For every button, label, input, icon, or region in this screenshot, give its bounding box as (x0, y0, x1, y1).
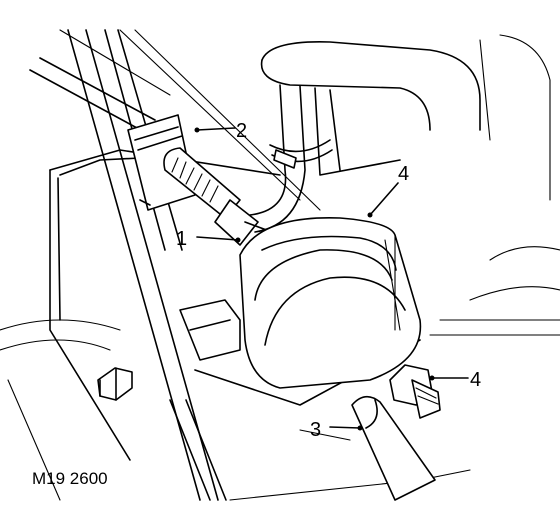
leader-1 (196, 236, 239, 241)
engine-mount-body (239, 217, 422, 389)
leader-lines (194, 127, 469, 431)
leader-4a-dot (367, 212, 373, 218)
leader-1-dot (235, 237, 241, 243)
leader-4b-dot (429, 375, 435, 381)
callout-4-lower: 4 (470, 369, 481, 391)
callout-4-upper: 4 (398, 163, 409, 185)
callout-2: 2 (236, 120, 247, 142)
upper-hose (249, 34, 560, 336)
mounting-nut (389, 364, 441, 419)
callout-3: 3 (310, 419, 321, 441)
vertical-tubes (0, 29, 227, 501)
threaded-stud (163, 147, 281, 246)
lower-hose (351, 395, 436, 501)
leader-4a (369, 182, 399, 216)
small-bolt (97, 367, 133, 401)
figure-code: M19 2600 (32, 469, 108, 488)
hose-clamp (269, 139, 333, 169)
callout-1: 1 (176, 228, 187, 250)
bracket-tab (179, 299, 241, 361)
leader-2 (196, 127, 236, 131)
leader-3 (329, 426, 361, 429)
leader-3-dot (357, 425, 363, 431)
leader-2-dot (194, 127, 200, 133)
